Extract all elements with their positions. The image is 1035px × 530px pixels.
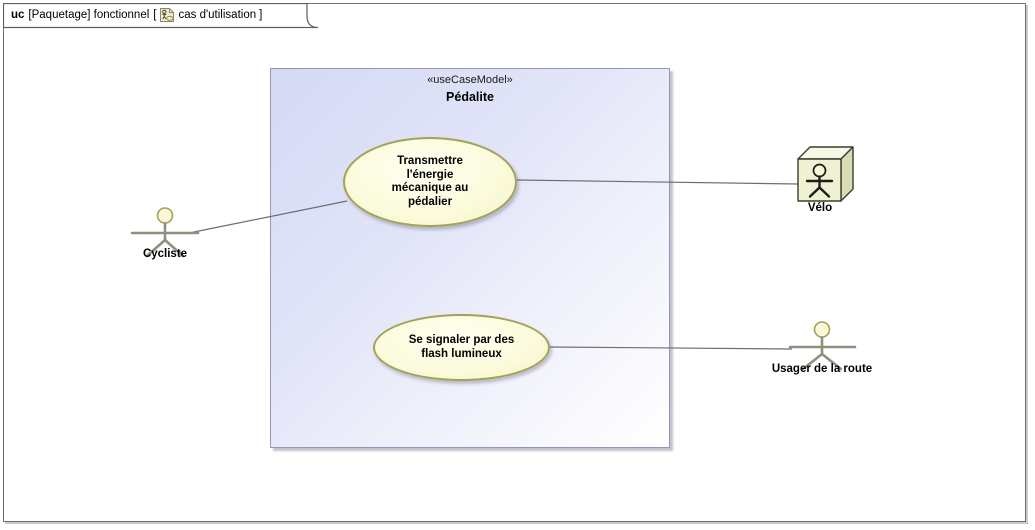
usecase-transmettre-label: Transmettre l'énergie mécanique au pédal…	[392, 155, 469, 209]
cube-stick-figure	[805, 163, 834, 198]
actor-usager-head	[813, 321, 831, 338]
association-transmettre-velo[interactable]	[516, 179, 799, 185]
usecase-label-line: Transmettre	[397, 155, 463, 167]
association-cycliste-transmettre[interactable]	[188, 200, 348, 234]
actor-cycliste-name: Cycliste	[142, 248, 188, 260]
usecase-label-line: Se signaler par des	[408, 334, 515, 346]
diagram-name-label: cas d'utilisation	[178, 9, 257, 21]
diagram-context-label: [Paquetage] fonctionnel	[28, 9, 150, 21]
usecase-label-line: mécanique au	[391, 182, 469, 194]
actor-cycliste-left-leg	[145, 238, 167, 258]
actor-usager-left-leg	[801, 352, 824, 371]
actor-usager-route[interactable]	[788, 321, 857, 371]
usecase-label-line: l'énergie	[406, 168, 454, 181]
usecase-se-signaler[interactable]: Se signaler par des flash lumineux	[373, 314, 550, 381]
tab-open-bracket: [	[153, 9, 157, 21]
actor-cycliste-head	[156, 207, 174, 224]
diagram-tab-label: uc [Paquetage] fonctionnel [ cas d'utili…	[11, 7, 262, 23]
package-stereotype: «useCaseModel»	[427, 74, 513, 86]
diagram-kind-label: uc	[11, 9, 25, 21]
actor-velo-name: Vélo	[807, 202, 833, 214]
usecase-label-line: pédalier	[407, 195, 453, 208]
package-pedalite[interactable]: «useCaseModel» Pédalite	[270, 68, 670, 448]
usecase-transmettre-energie[interactable]: Transmettre l'énergie mécanique au pédal…	[343, 137, 517, 227]
actor-usager-right-leg	[820, 352, 843, 371]
actor-usager-name: Usager de la route	[771, 363, 873, 375]
actor-velo-cube[interactable]	[797, 146, 854, 202]
package-name: Pédalite	[446, 90, 494, 104]
actor-cycliste[interactable]	[130, 207, 200, 258]
tab-close-bracket: ]	[259, 9, 263, 21]
association-signaler-usager[interactable]	[549, 346, 793, 350]
actor-cycliste-right-leg	[163, 238, 185, 258]
usecase-signaler-label: Se signaler par des flash lumineux	[409, 334, 514, 361]
usecase-label-line: flash lumineux	[421, 347, 502, 360]
use-case-diagram-icon	[160, 8, 175, 22]
